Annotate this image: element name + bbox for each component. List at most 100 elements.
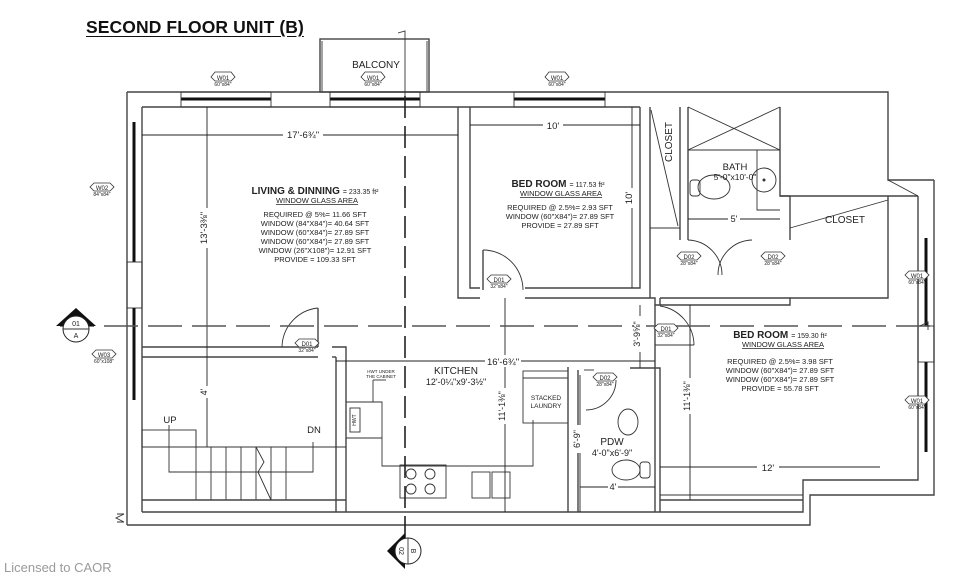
svg-text:11'-1⅜": 11'-1⅜" [497, 391, 507, 421]
window-tag-w03-left[interactable]: W03 60"x108" [91, 349, 117, 365]
svg-text:28"x84": 28"x84" [764, 261, 781, 267]
svg-text:D02: D02 [683, 255, 695, 261]
door-tag-d02-pdw[interactable]: D02 28"x84" [592, 372, 618, 388]
door-tag-d01-bedroom1[interactable]: D01 32"x84" [486, 274, 512, 290]
svg-text:REQUIRED @ 2.5%= 2.93 SFT: REQUIRED @ 2.5%= 2.93 SFT [507, 203, 613, 212]
license-watermark: Licensed to CAOR [4, 560, 112, 575]
svg-text:32"x84": 32"x84" [657, 333, 674, 339]
door-tag-d02-bath[interactable]: D02 28"x84" [676, 251, 702, 267]
svg-text:WINDOW GLASS AREA: WINDOW GLASS AREA [276, 196, 358, 205]
svg-text:WINDOW (26"X108")= 12.91 SFT: WINDOW (26"X108")= 12.91 SFT [259, 246, 372, 255]
stairs-down-label: DN [307, 425, 321, 436]
svg-text:PROVIDE = 55.78 SFT: PROVIDE = 55.78 SFT [741, 384, 819, 393]
svg-text:W01: W01 [551, 76, 564, 82]
svg-text:60"x108": 60"x108" [94, 359, 114, 365]
svg-text:WINDOW GLASS AREA: WINDOW GLASS AREA [742, 340, 824, 349]
svg-text:W01: W01 [911, 274, 924, 280]
drawing-title: SECOND FLOOR UNIT (B) [86, 17, 304, 37]
window-tag-w01-top-bed[interactable]: W01 60"x84" [544, 71, 570, 88]
room-pdw: PDW 4'-0"x6'-9" [592, 437, 632, 458]
sink-icon [617, 408, 639, 436]
svg-text:4': 4' [199, 388, 209, 395]
window-tag-w01-balcony[interactable]: W01 60"x84" [360, 71, 386, 88]
room-living-dining: LIVING & DINNING= 233.35 ft² WINDOW GLAS… [252, 186, 380, 264]
svg-text:3'-9⅝": 3'-9⅝" [632, 321, 642, 346]
svg-text:W03: W03 [98, 353, 111, 359]
window-tag-w02-left[interactable]: W02 84"x84" [89, 182, 115, 198]
svg-text:HWT UNDER: HWT UNDER [367, 369, 395, 374]
svg-text:A: A [74, 333, 79, 340]
svg-text:01: 01 [72, 321, 80, 328]
svg-text:BED ROOM= 117.53 ft²: BED ROOM= 117.53 ft² [511, 179, 605, 190]
svg-text:10': 10' [624, 192, 635, 205]
svg-text:B: B [409, 549, 416, 554]
window-tag-w01-right-upper[interactable]: W01 60"x84" [904, 270, 930, 286]
stacked-laundry: STACKED LAUNDRY [531, 395, 563, 410]
svg-text:WINDOW (84"X84")= 40.64 SFT: WINDOW (84"X84")= 40.64 SFT [261, 219, 370, 228]
svg-text:REQUIRED @ 2.5%= 3.98 SFT: REQUIRED @ 2.5%= 3.98 SFT [727, 357, 833, 366]
svg-text:02: 02 [397, 547, 404, 555]
svg-text:12'-0¼"x9'-3½": 12'-0¼"x9'-3½" [426, 377, 486, 387]
door-tag-d01-bedroom2[interactable]: D01 32"x84" [653, 323, 679, 339]
svg-text:D01: D01 [660, 327, 672, 333]
svg-text:BATH: BATH [723, 162, 748, 173]
svg-text:6'-9": 6'-9" [572, 430, 582, 448]
room-area: = 233.35 ft² [343, 189, 379, 196]
svg-text:W01: W01 [911, 399, 924, 405]
window-glass [126, 91, 935, 452]
room-kitchen: KITCHEN 12'-0¼"x9'-3½" [426, 366, 486, 387]
svg-text:LAUNDRY: LAUNDRY [531, 403, 563, 410]
svg-text:D02: D02 [767, 255, 779, 261]
dimension-lines [142, 107, 880, 512]
section-marker-a[interactable]: 01 A [56, 308, 96, 343]
svg-text:PDW: PDW [600, 437, 624, 448]
svg-text:10': 10' [547, 121, 560, 132]
svg-text:W01: W01 [367, 76, 380, 82]
svg-text:BED ROOM= 159.30 ft²: BED ROOM= 159.30 ft² [733, 330, 827, 341]
room-bath: BATH 5'-0"x10'-0" [714, 162, 757, 182]
svg-text:60"x84": 60"x84" [908, 405, 925, 411]
svg-text:17'-6¾": 17'-6¾" [287, 130, 319, 141]
window-tag-w01-right-lower[interactable]: W01 60"x84" [904, 395, 930, 411]
room-bedroom-2: BED ROOM= 159.30 ft² WINDOW GLASS AREA R… [726, 330, 835, 393]
svg-text:60"x84": 60"x84" [214, 82, 231, 88]
door-tag-d01-living[interactable]: D01 32"x84" [294, 338, 320, 354]
svg-text:60"x84": 60"x84" [908, 280, 925, 286]
svg-text:W01: W01 [217, 76, 230, 82]
closet-1-label: CLOSET [664, 122, 675, 162]
svg-text:D01: D01 [301, 342, 313, 348]
svg-text:D01: D01 [493, 278, 505, 284]
room-name: LIVING & DINNING [252, 186, 341, 197]
svg-text:4'-0"x6'-9": 4'-0"x6'-9" [592, 448, 632, 458]
svg-text:60"x84": 60"x84" [548, 82, 565, 88]
svg-text:D02: D02 [599, 376, 611, 382]
sink-icon [751, 167, 777, 193]
svg-text:STACKED: STACKED [531, 395, 562, 402]
svg-text:WINDOW (60"X84")= 27.89 SFT: WINDOW (60"X84")= 27.89 SFT [726, 375, 835, 384]
svg-text:5': 5' [731, 214, 738, 224]
svg-text:32"x84": 32"x84" [490, 284, 507, 290]
closet-2-label: CLOSET [825, 215, 865, 226]
svg-text:84"x84": 84"x84" [93, 192, 110, 198]
svg-text:12': 12' [762, 463, 775, 474]
svg-text:WINDOW (60"X84")= 27.89 SFT: WINDOW (60"X84")= 27.89 SFT [261, 237, 370, 246]
svg-text:28"x84": 28"x84" [680, 261, 697, 267]
dimension-labels: 17'-6¾" 13'-3⅜" 10' 10' 5' 3'-9⅝" 16'-6¾… [199, 119, 779, 493]
svg-text:60"x84": 60"x84" [364, 82, 381, 88]
svg-text:16'-6¾": 16'-6¾" [487, 357, 519, 368]
svg-text:REQUIRED @ 5%= 11.66 SFT: REQUIRED @ 5%= 11.66 SFT [263, 210, 367, 219]
room-bedroom-1: BED ROOM= 117.53 ft² WINDOW GLASS AREA R… [506, 179, 615, 230]
interior-walls: HWT [141, 106, 889, 512]
svg-text:28"x84": 28"x84" [596, 382, 613, 388]
svg-text:LIVING & DINNING= 233.35 ft²: LIVING & DINNING= 233.35 ft² [252, 186, 380, 197]
window-tag-w01-top-left[interactable]: W01 60"x84" [210, 71, 236, 88]
svg-text:WINDOW GLASS AREA: WINDOW GLASS AREA [520, 189, 602, 198]
door-tag-d02-closet[interactable]: D02 28"x84" [760, 251, 786, 267]
fixtures [611, 167, 777, 481]
svg-text:PROVIDE = 109.33 SFT: PROVIDE = 109.33 SFT [274, 255, 356, 264]
section-marker-b[interactable]: 02 B [387, 533, 422, 569]
svg-text:WINDOW (60"X84")= 27.89 SFT: WINDOW (60"X84")= 27.89 SFT [261, 228, 370, 237]
svg-text:11'-1⅜": 11'-1⅜" [682, 381, 692, 411]
svg-text:WINDOW (60"X84")= 27.89 SFT: WINDOW (60"X84")= 27.89 SFT [726, 366, 835, 375]
